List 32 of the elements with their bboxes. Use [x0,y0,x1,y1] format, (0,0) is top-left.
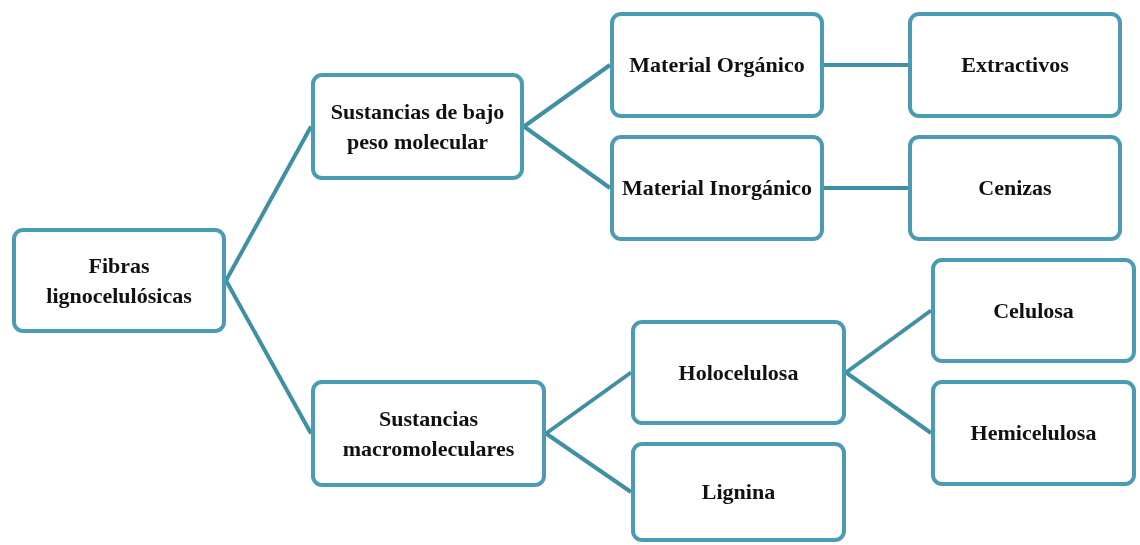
text-box [610,135,824,241]
connector-line [844,308,933,375]
text-box [908,135,1122,241]
connector-line [522,63,612,129]
node-label: Sustancias macromoleculares [341,404,516,463]
connector-line [844,370,933,435]
node-label: Cenizas [977,174,1053,203]
node-label: Lignina [700,478,777,507]
connector-line [544,431,633,494]
text-box [311,73,524,180]
node-label: Holocelulosa [677,358,800,387]
connector-line [522,124,612,190]
node-label: Material Inorgánico [621,174,813,203]
text-box [610,12,824,118]
text-box [311,380,546,487]
node-label: Celulosa [992,296,1075,325]
text-box [631,320,846,425]
connector-line [824,186,908,190]
node-label: Extractivos [960,51,1070,80]
text-box [908,12,1122,118]
node-label: Hemicelulosa [969,419,1098,448]
text-box [631,442,846,542]
text-box [12,228,226,333]
connector-line [224,279,313,435]
connector-line [544,370,633,436]
node-label: Fibras lignocelulósicas [45,251,193,310]
node-label: Sustancias de bajo peso molecular [329,97,506,156]
connector-line [224,125,313,282]
connector-line [824,63,908,67]
text-box [931,380,1136,486]
node-label: Material Orgánico [628,51,806,80]
text-box [931,258,1136,363]
